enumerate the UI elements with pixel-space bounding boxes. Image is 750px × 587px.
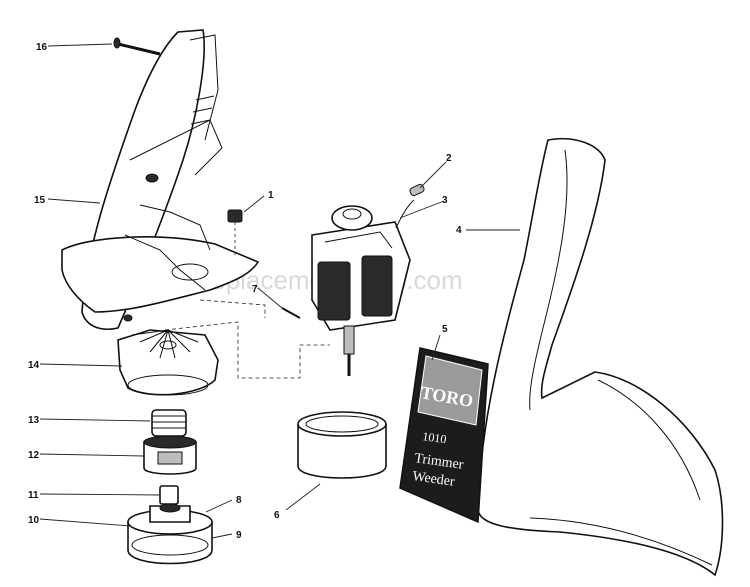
fan-part [117,329,219,396]
left-housing-half [61,29,260,330]
sleeve-part [297,411,387,479]
callout-4: 4 [456,225,462,236]
shaft-part [159,485,179,505]
nut-part [227,209,243,258]
leader-lines [39,43,520,539]
callout-3: 3 [442,195,448,206]
callout-15: 15 [34,195,46,206]
callout-12: 12 [28,450,40,461]
callout-2: 2 [446,153,452,164]
screw-part [113,37,161,56]
callout-10: 10 [28,515,40,526]
spool-base-part [127,503,213,565]
callout-14: 14 [28,360,40,371]
right-housing-half [477,137,724,577]
callout-8: 8 [236,495,242,506]
decal-part: TORO 1010 Trimmer Weeder [399,347,489,524]
decal-line2: Weeder [411,469,455,490]
callout-5: 5 [442,324,448,335]
callout-labels: 16 15 1 2 3 4 5 7 6 14 13 12 11 10 8 9 [28,42,462,541]
spring-part [151,409,187,437]
decal-line1: Trimmer [413,451,464,473]
motor-part [311,199,415,376]
callout-16: 16 [36,42,48,53]
callout-1: 1 [268,190,274,201]
callout-6: 6 [274,510,280,521]
callout-9: 9 [236,530,242,541]
decal-model: 1010 [422,429,448,446]
callout-13: 13 [28,415,40,426]
pin-part [281,307,301,319]
callout-11: 11 [28,490,39,501]
spool-hub-part [143,435,197,475]
callout-7: 7 [252,284,258,295]
